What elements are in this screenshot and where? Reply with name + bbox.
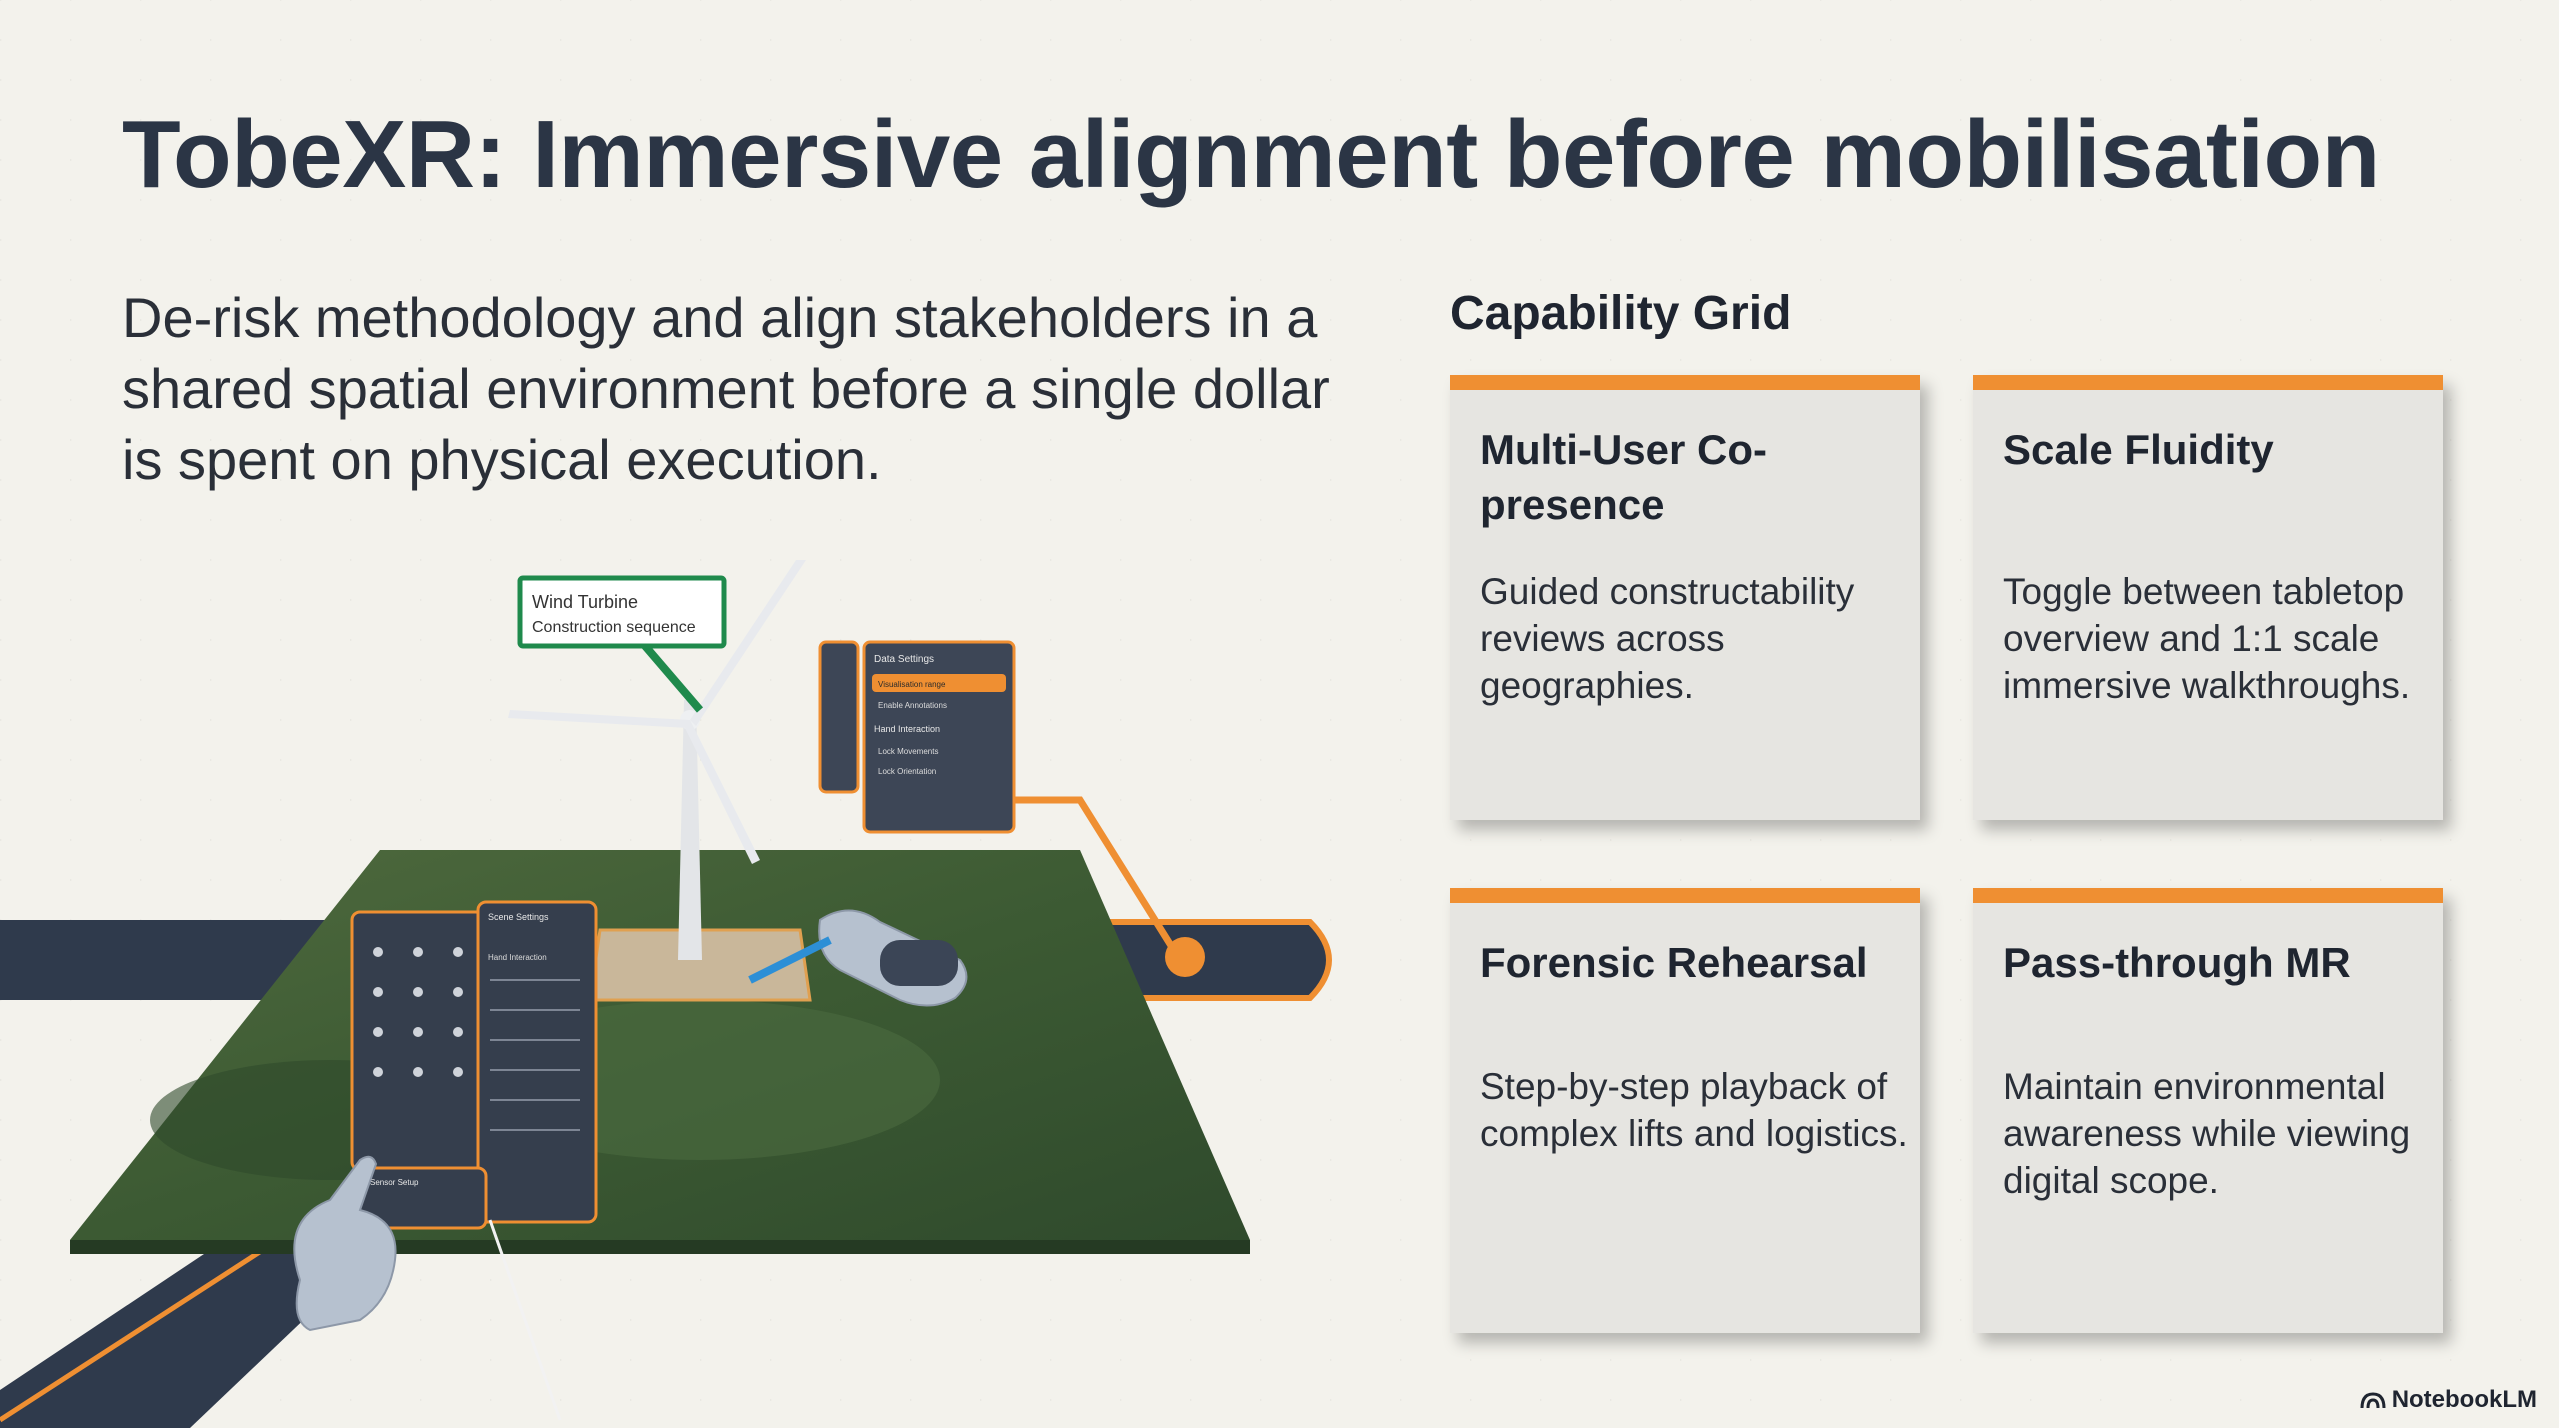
notebooklm-logo-icon: [2360, 1392, 2386, 1409]
panel-left-settings: [476, 900, 598, 1224]
panel-left-header: Scene Settings: [488, 912, 549, 922]
card-body: Toggle between tabletop overview and 1:1…: [2003, 571, 2411, 706]
panel-right-item1: Visualisation range: [878, 680, 946, 689]
card-body: Guided constructability reviews across g…: [1480, 571, 1855, 706]
card-body: Step-by-step playback of complex lifts a…: [1480, 1066, 1908, 1154]
page-title: TobeXR: Immersive alignment before mobil…: [122, 101, 2380, 208]
card-title: Scale Fluidity: [2003, 426, 2274, 473]
panel-right-item2: Enable Annotations: [878, 701, 947, 710]
panel-right-item4: Lock Orientation: [878, 767, 936, 776]
lead-paragraph: De-risk methodology and align stakeholde…: [122, 286, 1330, 491]
card-pass-through: Pass-through MR Maintain environmental a…: [1973, 888, 2443, 1333]
turbine-callout: [517, 575, 727, 649]
card-scale-fluidity: Scale Fluidity Toggle between tabletop o…: [1973, 375, 2443, 820]
capability-grid-title: Capability Grid: [1450, 287, 1792, 340]
xr-scene-illustration: Wind Turbine Construction sequence Data …: [0, 560, 1332, 1428]
card-body: Maintain environmental awareness while v…: [2003, 1066, 2411, 1201]
panel-right-section: Hand Interaction: [874, 724, 940, 734]
notebooklm-brand: NotebookLM: [2360, 1386, 2537, 1414]
panel-right-item3: Lock Movements: [878, 747, 938, 756]
panel-left-section: Hand Interaction: [488, 953, 547, 962]
callout-line2: Construction sequence: [532, 619, 696, 636]
callout-line1: Wind Turbine: [532, 592, 638, 612]
connector-dot: [1165, 937, 1205, 977]
card-title: Pass-through MR: [2003, 939, 2351, 986]
panel-left-footer: Sensor Setup: [370, 1178, 419, 1187]
wind-turbine: [678, 700, 702, 960]
card-forensic-rehearsal: Forensic Rehearsal Step-by-step playback…: [1450, 888, 1920, 1333]
panel-right-toolbar: [818, 640, 860, 794]
brand-label: NotebookLM: [2391, 1386, 2537, 1413]
card-title: Multi-User Co-presence: [1480, 426, 1767, 528]
panel-right-header: Data Settings: [874, 654, 934, 665]
left-hand: [293, 1155, 397, 1332]
panel-right: [862, 640, 1016, 834]
card-multi-user: Multi-User Co-presence Guided constructa…: [1450, 375, 1920, 820]
card-title: Forensic Rehearsal: [1480, 939, 1868, 986]
